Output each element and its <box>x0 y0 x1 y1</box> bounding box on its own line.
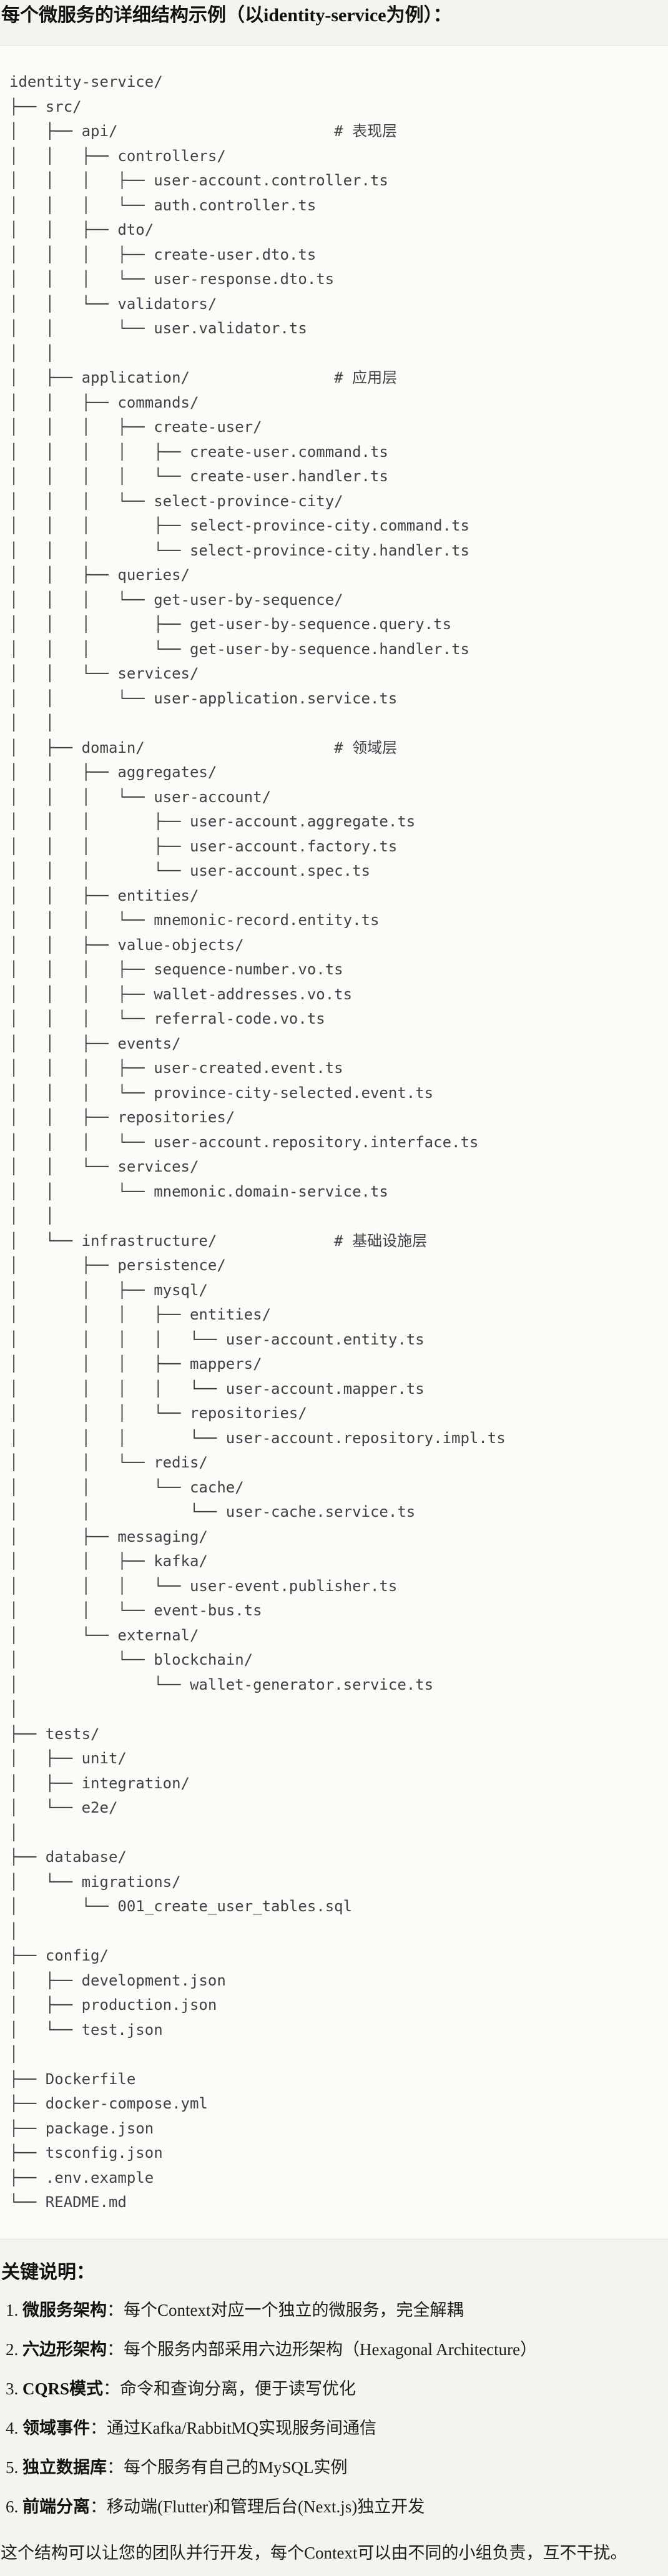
note-label: CQRS模式 <box>22 2379 104 2398</box>
list-item: 六边形架构：每个服务内部采用六边形架构（Hexagonal Architectu… <box>22 2339 668 2360</box>
page-title: 每个微服务的详细结构示例（以identity-service为例）： <box>1 5 452 26</box>
document-page: 每个微服务的详细结构示例（以identity-service为例）： ident… <box>0 5 668 2564</box>
note-label: 领域事件 <box>22 2418 90 2437</box>
note-text: ：每个服务内部采用六边形架构（Hexagonal Architecture） <box>107 2339 538 2359</box>
list-item: 微服务架构：每个Context对应一个独立的微服务，完全解耦 <box>22 2299 668 2321</box>
note-label: 独立数据库 <box>22 2457 107 2477</box>
notes-heading: 关键说明： <box>1 2261 95 2283</box>
note-text: ：通过Kafka/RabbitMQ实现服务间通信 <box>90 2418 376 2437</box>
note-text: ：移动端(Flutter)和管理后台(Next.js)独立开发 <box>90 2497 425 2516</box>
note-text: ：命令和查询分离，便于读写优化 <box>103 2379 356 2398</box>
closing-paragraph: 这个结构可以让您的团队并行开发，每个Context可以由不同的小组负责，互不干扰… <box>1 2543 627 2562</box>
note-label: 微服务架构 <box>22 2300 107 2319</box>
note-text: ：每个Context对应一个独立的微服务，完全解耦 <box>107 2300 464 2319</box>
list-item: 领域事件：通过Kafka/RabbitMQ实现服务间通信 <box>22 2417 668 2439</box>
list-item: 前端分离：移动端(Flutter)和管理后台(Next.js)独立开发 <box>22 2496 668 2517</box>
list-item: CQRS模式：命令和查询分离，便于读写优化 <box>22 2378 668 2399</box>
note-label: 前端分离 <box>22 2497 90 2516</box>
list-item: 独立数据库：每个服务有自己的MySQL实例 <box>22 2457 668 2478</box>
key-notes-list: 微服务架构：每个Context对应一个独立的微服务，完全解耦 六边形架构：每个服… <box>0 2299 668 2517</box>
note-label: 六边形架构 <box>22 2339 107 2359</box>
directory-tree-code-block: identity-service/ ├── src/ │ ├── api/ # … <box>0 46 668 2240</box>
note-text: ：每个服务有自己的MySQL实例 <box>107 2457 348 2477</box>
